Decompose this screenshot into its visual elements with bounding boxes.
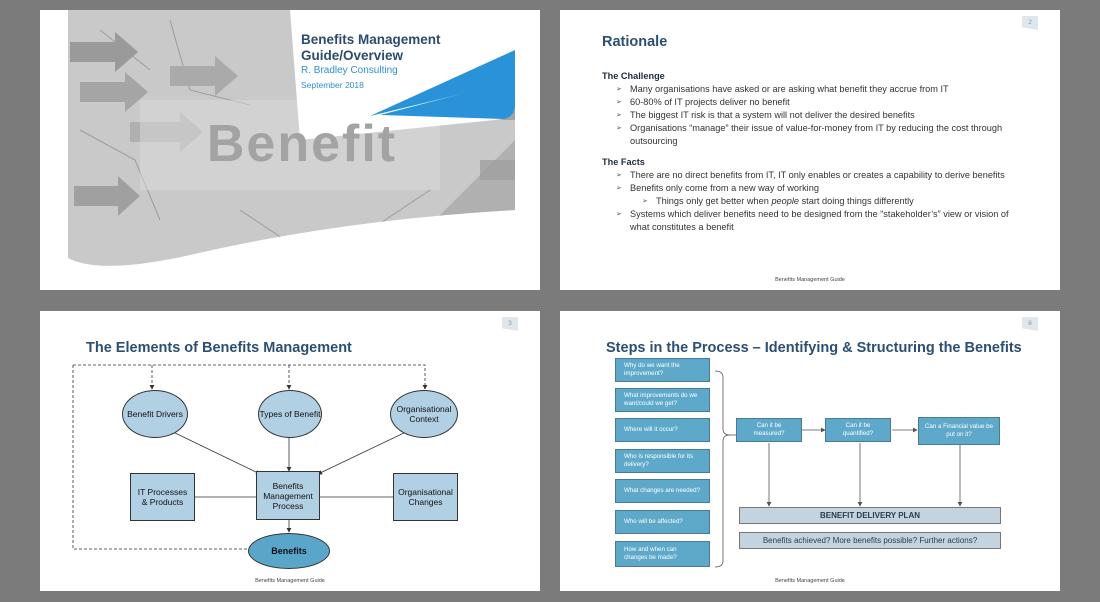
- slide-footer: Benefits Management Guide: [775, 578, 845, 584]
- question-box: What improvements do we want/could we ge…: [615, 388, 710, 412]
- slide-rationale[interactable]: 2 Rationale The Challenge Many organisat…: [560, 10, 1060, 290]
- list-item: 60-80% of IT projects deliver no benefit: [616, 96, 1022, 109]
- presentation-title: Benefits Management Guide/Overview: [301, 32, 441, 64]
- list-item: There are no direct benefits from IT, IT…: [616, 169, 1022, 182]
- question-box: Where will it occur?: [615, 418, 710, 442]
- slide-title[interactable]: Benefit Benefits Management Guide/Overvi…: [40, 10, 540, 290]
- slide-title: Rationale: [602, 34, 668, 50]
- list-item: Many organisations have asked or are ask…: [616, 83, 1022, 96]
- facts-list: There are no direct benefits from IT, IT…: [616, 169, 1022, 234]
- step-quantified: Can it be quantified?: [825, 418, 891, 442]
- list-item: Systems which deliver benefits need to b…: [616, 208, 1022, 234]
- question-box: What changes are needed?: [615, 479, 710, 503]
- node-benefits: Benefits: [248, 533, 330, 569]
- title-hero-graphic: [68, 10, 515, 266]
- benefit-delivery-plan: BENEFIT DELIVERY PLAN: [739, 507, 1001, 524]
- slide-steps[interactable]: 6 Steps in the Process – Identifying & S…: [560, 311, 1060, 591]
- list-item: Things only get better when people start…: [642, 195, 1022, 208]
- question-box: Who is responsible for its delivery?: [615, 449, 710, 473]
- node-it-processes: IT Processes & Products: [130, 473, 195, 521]
- node-types-of-benefit: Types of Benefit: [258, 390, 322, 438]
- list-item-text: start doing things differently: [799, 196, 914, 206]
- title-line-2: Guide/Overview: [301, 48, 404, 63]
- slide-footer: Benefits Management Guide: [255, 578, 325, 584]
- list-item: Organisations “manage” their issue of va…: [616, 122, 1022, 148]
- page-number: 3: [502, 317, 518, 331]
- node-organisational-changes: Organisational Changes: [393, 473, 458, 521]
- arrow-icon: [170, 56, 238, 96]
- slide-footer: Benefits Management Guide: [775, 277, 845, 283]
- hero-word: Benefit: [206, 115, 398, 173]
- challenge-list: Many organisations have asked or are ask…: [616, 83, 1022, 148]
- node-benefit-drivers: Benefit Drivers: [122, 390, 188, 438]
- node-organisational-context: Organisational Context: [390, 390, 458, 438]
- list-item: Benefits only come from a new way of wor…: [616, 182, 1022, 195]
- arrow-icon: [70, 32, 138, 72]
- arrow-icon: [80, 72, 148, 112]
- title-line-1: Benefits Management: [301, 32, 441, 47]
- page-number: 2: [1022, 16, 1038, 30]
- section-heading: The Challenge: [602, 71, 665, 81]
- list-item: The biggest IT risk is that a system wil…: [616, 109, 1022, 122]
- arrow-icon: [74, 176, 140, 216]
- elements-diagram-connectors: [72, 364, 428, 550]
- question-box: Who will be affected?: [615, 510, 710, 534]
- presentation-subtitle: R. Bradley Consulting: [301, 65, 398, 76]
- slide-title: The Elements of Benefits Management: [86, 340, 352, 356]
- question-box: How and when can changes be made?: [615, 541, 710, 567]
- slide-elements[interactable]: 3 The Elements of Benefits Management Be…: [40, 311, 540, 591]
- page-number: 6: [1022, 317, 1038, 331]
- step-financial-value: Can a Financial value be put on it?: [918, 417, 1000, 445]
- slide-body: The Challenge Many organisations have as…: [602, 70, 1022, 234]
- section-heading: The Facts: [602, 157, 645, 167]
- steps-diagram-connectors: [714, 370, 963, 568]
- presentation-date: September 2018: [301, 80, 364, 90]
- benefits-achieved-box: Benefits achieved? More benefits possibl…: [739, 532, 1001, 549]
- slide-title: Steps in the Process – Identifying & Str…: [606, 340, 1022, 356]
- list-item-emphasis: people: [771, 196, 800, 206]
- list-item-text: Things only get better when: [656, 196, 772, 206]
- question-box: Why do we want the improvement?: [615, 358, 710, 382]
- step-measured: Can it be measured?: [736, 418, 802, 442]
- node-benefits-management-process: Benefits Management Process: [256, 471, 320, 520]
